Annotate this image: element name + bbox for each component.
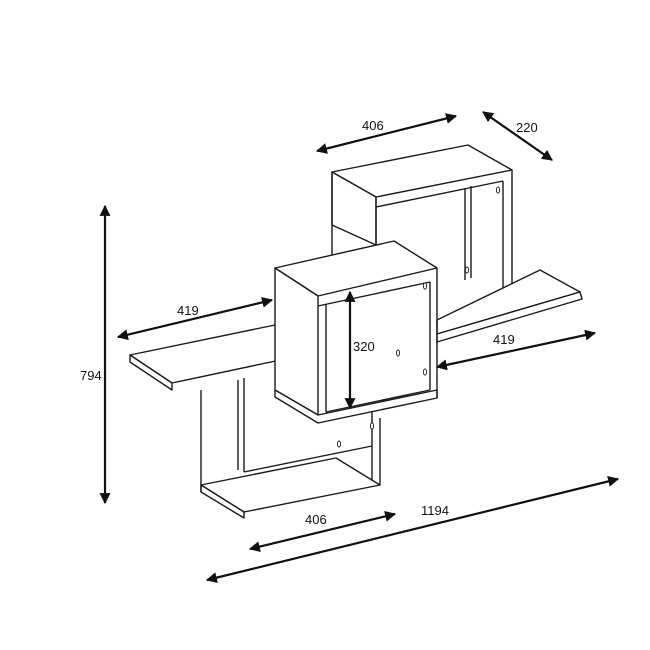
dim-left-shelf-arrow xyxy=(116,296,274,341)
top-box-hole-3 xyxy=(464,266,470,274)
bottom-box-inner-bottom xyxy=(243,445,373,473)
center-box-hole-2 xyxy=(422,368,428,376)
dim-top-width-arrow xyxy=(315,113,458,154)
bottom-box-hole-2 xyxy=(369,422,375,430)
label-total-width: 1194 xyxy=(421,503,449,518)
label-inner-height: 320 xyxy=(353,339,375,354)
center-box xyxy=(274,240,438,424)
dim-total-width-arrow xyxy=(205,476,620,583)
dim-right-shelf-arrow xyxy=(435,329,597,371)
center-box-inner-top xyxy=(317,281,431,307)
left-shelf-front xyxy=(129,354,173,391)
dim-depth-arrow xyxy=(482,111,553,161)
dimension-labels: 406 220 419 419 320 794 406 1194 xyxy=(80,118,538,527)
center-box-hole-1 xyxy=(422,282,428,290)
label-total-height: 794 xyxy=(80,368,102,383)
top-box-hole-1 xyxy=(495,186,501,194)
top-box-inner-top xyxy=(375,180,504,208)
top-right-box xyxy=(331,144,513,306)
label-depth: 220 xyxy=(516,120,538,135)
label-top-width: 406 xyxy=(362,118,384,133)
label-left-shelf: 419 xyxy=(177,303,199,318)
dimension-arrows xyxy=(99,111,620,583)
bottom-box-hole-1 xyxy=(336,440,342,448)
label-right-shelf: 419 xyxy=(493,332,515,347)
label-bottom-width: 406 xyxy=(305,512,327,527)
center-box-hole-3 xyxy=(395,349,401,357)
center-box-inner-bottom xyxy=(325,389,431,413)
